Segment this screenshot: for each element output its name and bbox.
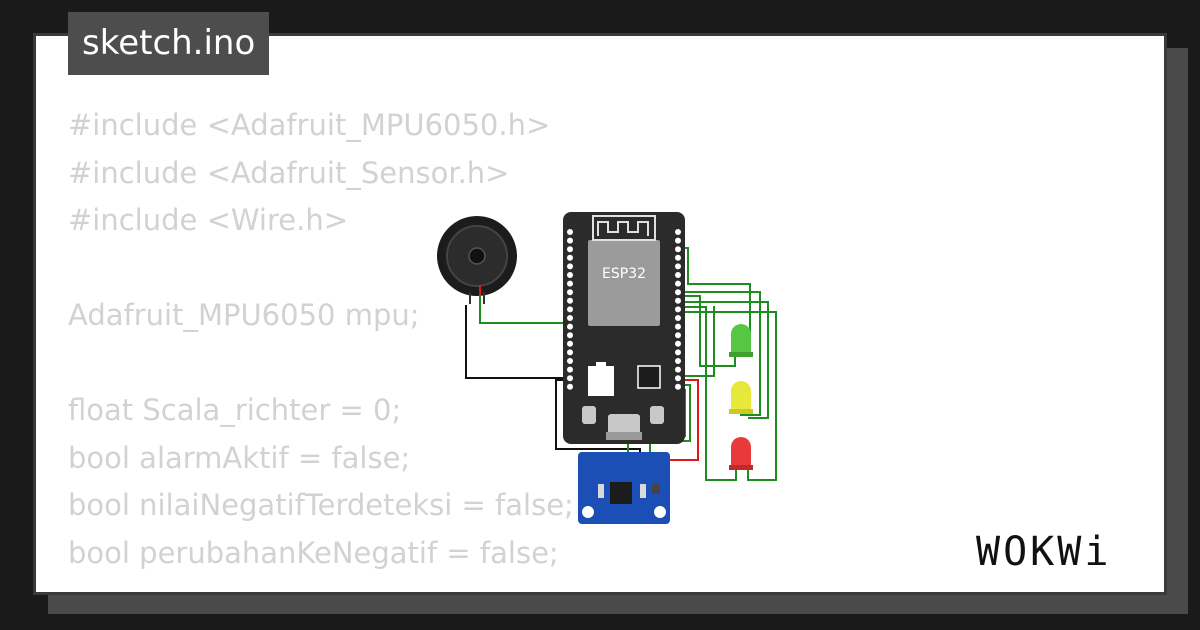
header-pin: [567, 358, 573, 364]
code-line: bool perubahanKeNegatif = false;: [68, 535, 559, 570]
header-pin: [675, 383, 681, 390]
wire-led-ground-1: [680, 295, 736, 367]
buzzer: [437, 216, 517, 304]
header-pin: [675, 375, 681, 382]
header-pin: [567, 375, 573, 382]
wokwi-wordmark: WOKWi: [976, 529, 1112, 575]
wire-led-common: [680, 306, 715, 377]
header-pin: [675, 315, 681, 321]
header-pin: [675, 358, 681, 364]
header-pin: [675, 263, 681, 270]
code-line: bool alarmAktif = false;: [68, 440, 411, 475]
header-pin: [567, 297, 573, 304]
header-pin: [567, 289, 573, 296]
code-preview: #include <Adafruit_MPU6050.h> #include <…: [68, 102, 574, 577]
header-pin: [567, 340, 573, 347]
mpu6050-sensor: [578, 452, 670, 524]
header-pin: [675, 280, 681, 287]
header-pin: [567, 323, 573, 330]
board-label: ESP32: [602, 266, 646, 282]
code-line: #include <Adafruit_Sensor.h>: [68, 155, 510, 190]
header-pin: [567, 272, 573, 278]
code-line: float Scala_richter = 0;: [68, 393, 402, 427]
wire-buzzer-ground: [465, 305, 570, 379]
led-green: [729, 324, 753, 357]
header-pin: [675, 289, 681, 296]
esp32-board: ESP32: [563, 212, 685, 444]
led-red: [729, 437, 753, 470]
header-pin: [675, 237, 681, 244]
header-pin: [675, 254, 681, 261]
code-line: bool nilaiNegatifTerdeteksi = false;: [68, 488, 574, 522]
header-pin: [567, 332, 573, 339]
wire-led-yellow: [680, 291, 761, 416]
header-pin: [675, 332, 681, 339]
header-pin: [675, 340, 681, 347]
wire-sensor-vcc: [660, 379, 699, 461]
code-line: #include <Adafruit_MPU6050.h>: [68, 108, 551, 142]
wokwi-logo: WOKWi: [976, 528, 1152, 576]
header-pin: [567, 263, 573, 270]
header-pin: [567, 229, 573, 235]
wire-buzzer-signal: [479, 290, 570, 324]
header-pin: [567, 237, 573, 244]
wire-led-red: [680, 311, 777, 481]
code-line: #include <Wire.h>: [68, 203, 349, 237]
header-pin: [567, 349, 573, 356]
header-pin: [567, 315, 573, 321]
header-pin: [675, 366, 681, 373]
header-pin: [567, 246, 573, 253]
header-pin: [567, 383, 573, 390]
header-pin: [675, 349, 681, 356]
code-line: Adafruit_MPU6050 mpu;: [68, 298, 420, 332]
board-pins: [567, 229, 681, 390]
header-pin: [675, 306, 681, 313]
file-tab[interactable]: sketch.ino: [68, 12, 270, 75]
header-pin: [675, 229, 681, 235]
header-pin: [675, 246, 681, 253]
header-pin: [675, 323, 681, 330]
header-pin: [675, 272, 681, 278]
header-pin: [567, 366, 573, 373]
header-pin: [567, 254, 573, 261]
header-pin: [567, 306, 573, 313]
led-yellow: [729, 381, 753, 414]
header-pin: [567, 280, 573, 287]
wire-led-ground-3: [680, 306, 737, 481]
header-pin: [675, 297, 681, 304]
wire-led-ground-2: [680, 301, 769, 419]
wire-sensor-sda: [627, 384, 691, 460]
